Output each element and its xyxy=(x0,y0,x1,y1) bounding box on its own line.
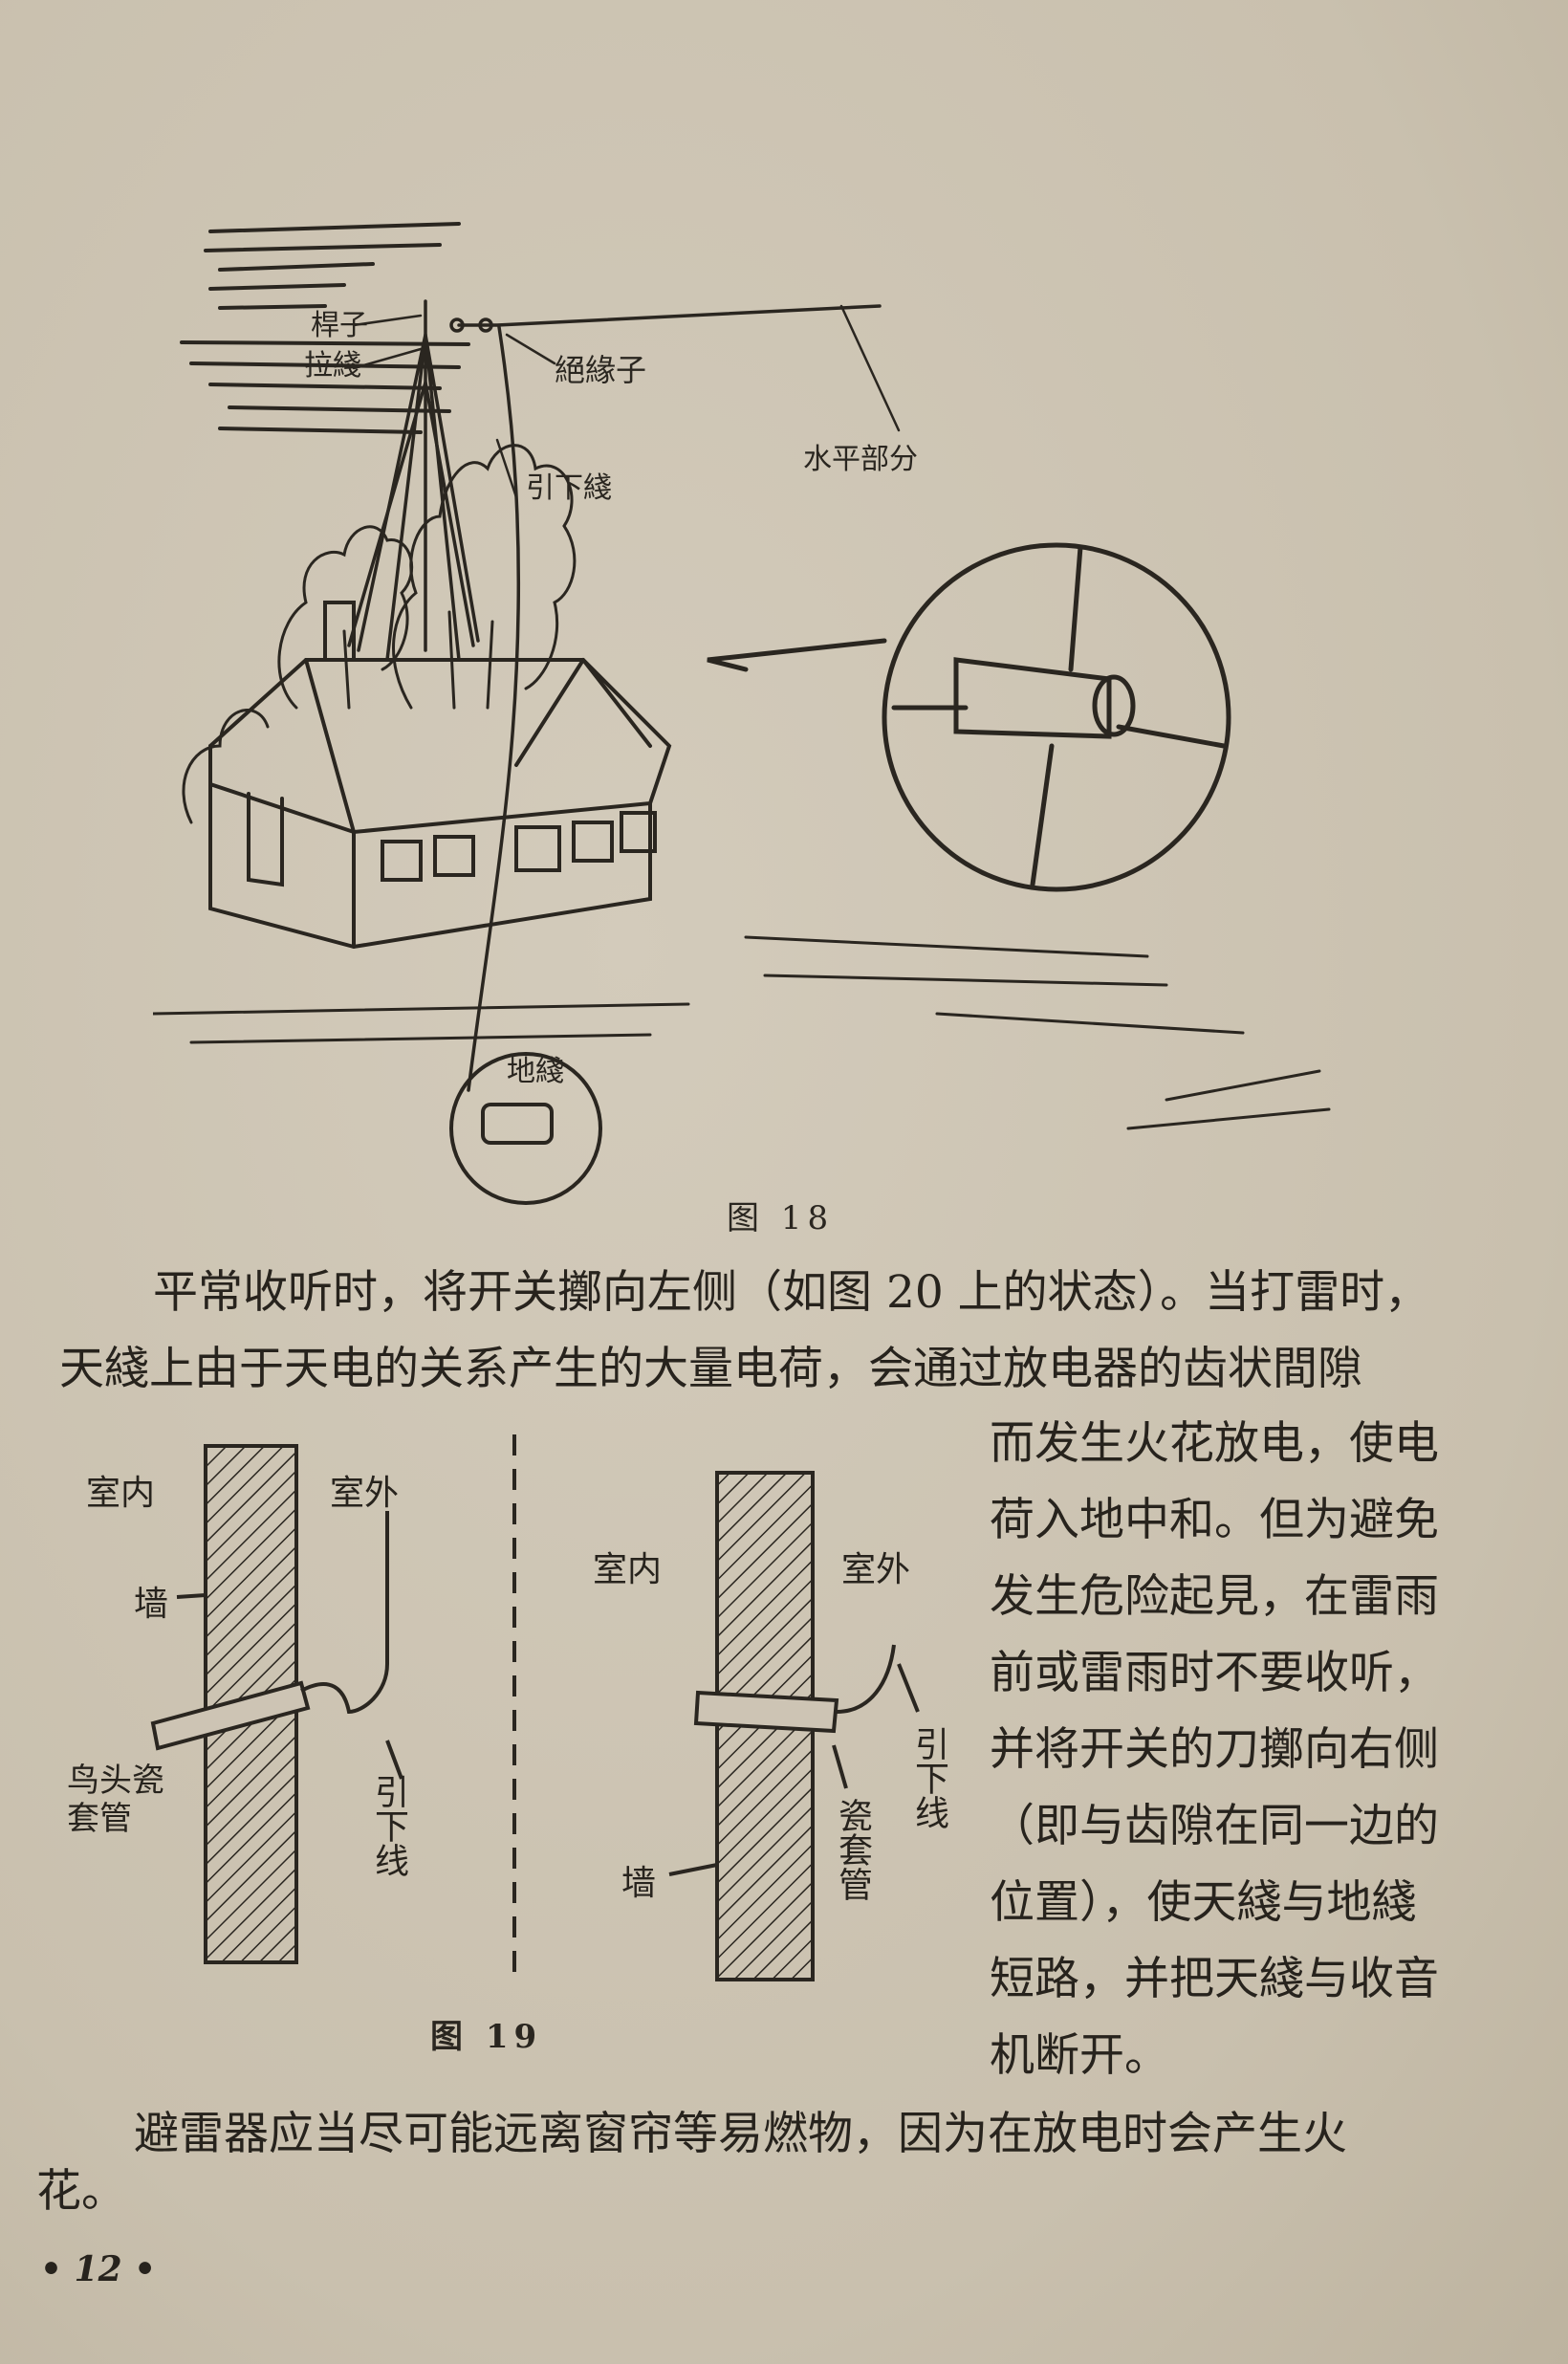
fig19-right-outdoor: 室外 xyxy=(841,1550,911,1589)
house xyxy=(208,601,672,950)
fig19-left-wall: 墙 xyxy=(134,1585,169,1624)
trees xyxy=(182,444,577,824)
paragraph-2-line-1: 避雷器应当尽可能远离窗帘等易燃物，因为在放电时会产生火 xyxy=(134,2108,1347,2160)
side-text-line: （即与齿隙在同一边的 xyxy=(990,1800,1439,1852)
label-downlead: 引下綫 xyxy=(526,471,612,505)
fig19-left-tube: 鸟头瓷套管 xyxy=(67,1762,164,1838)
label-guy-wire: 拉綫 xyxy=(304,349,361,383)
label-leaders xyxy=(352,304,901,499)
antenna-horizontal xyxy=(449,304,882,1092)
label-horizontal: 水平部分 xyxy=(803,443,918,476)
right-downlead xyxy=(836,1644,896,1714)
fig19-right-tube: 瓷套管 xyxy=(833,1798,872,1901)
side-text-line: 荷入地中和。但为避免 xyxy=(990,1494,1439,1546)
fig19-right-indoor: 室内 xyxy=(593,1550,663,1589)
paragraph-2-line-2: 花。 xyxy=(36,2165,126,2218)
figure-19-caption: 图 19 xyxy=(430,2018,543,2056)
fig19-left-outdoor: 室外 xyxy=(330,1474,400,1513)
figure-18-caption: 图 18 xyxy=(727,1199,835,1237)
page-number: • 12 • xyxy=(40,2249,157,2289)
label-ground: 地綫 xyxy=(507,1055,564,1088)
fig19-right-downlead: 引下线 xyxy=(909,1726,948,1829)
paragraph-1-line-1: 平常收听时，将开关擲向左侧（如图 20 上的状态）。当打雷时， xyxy=(153,1266,1430,1319)
label-pole: 桿子 xyxy=(311,309,368,342)
paragraph-1-line-2: 天綫上由于天电的关系产生的大量电荷，会通过放电器的齿状間隙 xyxy=(59,1343,1362,1395)
figure-18-illustration: 桿子 拉綫 絕緣子 引下綫 水平部分 地綫 xyxy=(153,222,1331,1205)
figure-19-illustration xyxy=(150,1434,920,1981)
antenna-mast xyxy=(347,299,480,662)
left-downlead xyxy=(300,1511,389,1715)
side-text-line: 位置），使天綫与地綫 xyxy=(990,1876,1417,1929)
label-insulator: 絕緣子 xyxy=(555,352,646,388)
side-text-line: 而发生火花放电，使电 xyxy=(990,1417,1439,1470)
side-text-block: 而发生火花放电，使电 荷入地中和。但为避免 发生危险起見，在雷雨 前或雷雨时不要… xyxy=(990,1406,1439,2094)
insulator-magnifier xyxy=(707,542,1231,892)
cloud-lines xyxy=(180,222,470,434)
left-tube xyxy=(150,1680,311,1751)
side-text-line: 短路，并把天綫与收音 xyxy=(990,1953,1439,2005)
right-tube xyxy=(693,1690,839,1734)
fig19-left-indoor: 室内 xyxy=(86,1474,156,1513)
fig19-left-downlead: 引下线 xyxy=(369,1774,408,1877)
ground-lines xyxy=(153,935,1331,1130)
side-text-line: 前或雷雨时不要收听， xyxy=(990,1647,1439,1699)
side-text-line: 发生危险起見，在雷雨 xyxy=(990,1570,1439,1623)
side-text-line: 并将开关的刀擲向右侧 xyxy=(990,1723,1439,1776)
ground-detail xyxy=(449,1052,602,1205)
fig19-right-wall: 墙 xyxy=(621,1864,657,1903)
side-text-line: 机断开。 xyxy=(990,2029,1169,2082)
